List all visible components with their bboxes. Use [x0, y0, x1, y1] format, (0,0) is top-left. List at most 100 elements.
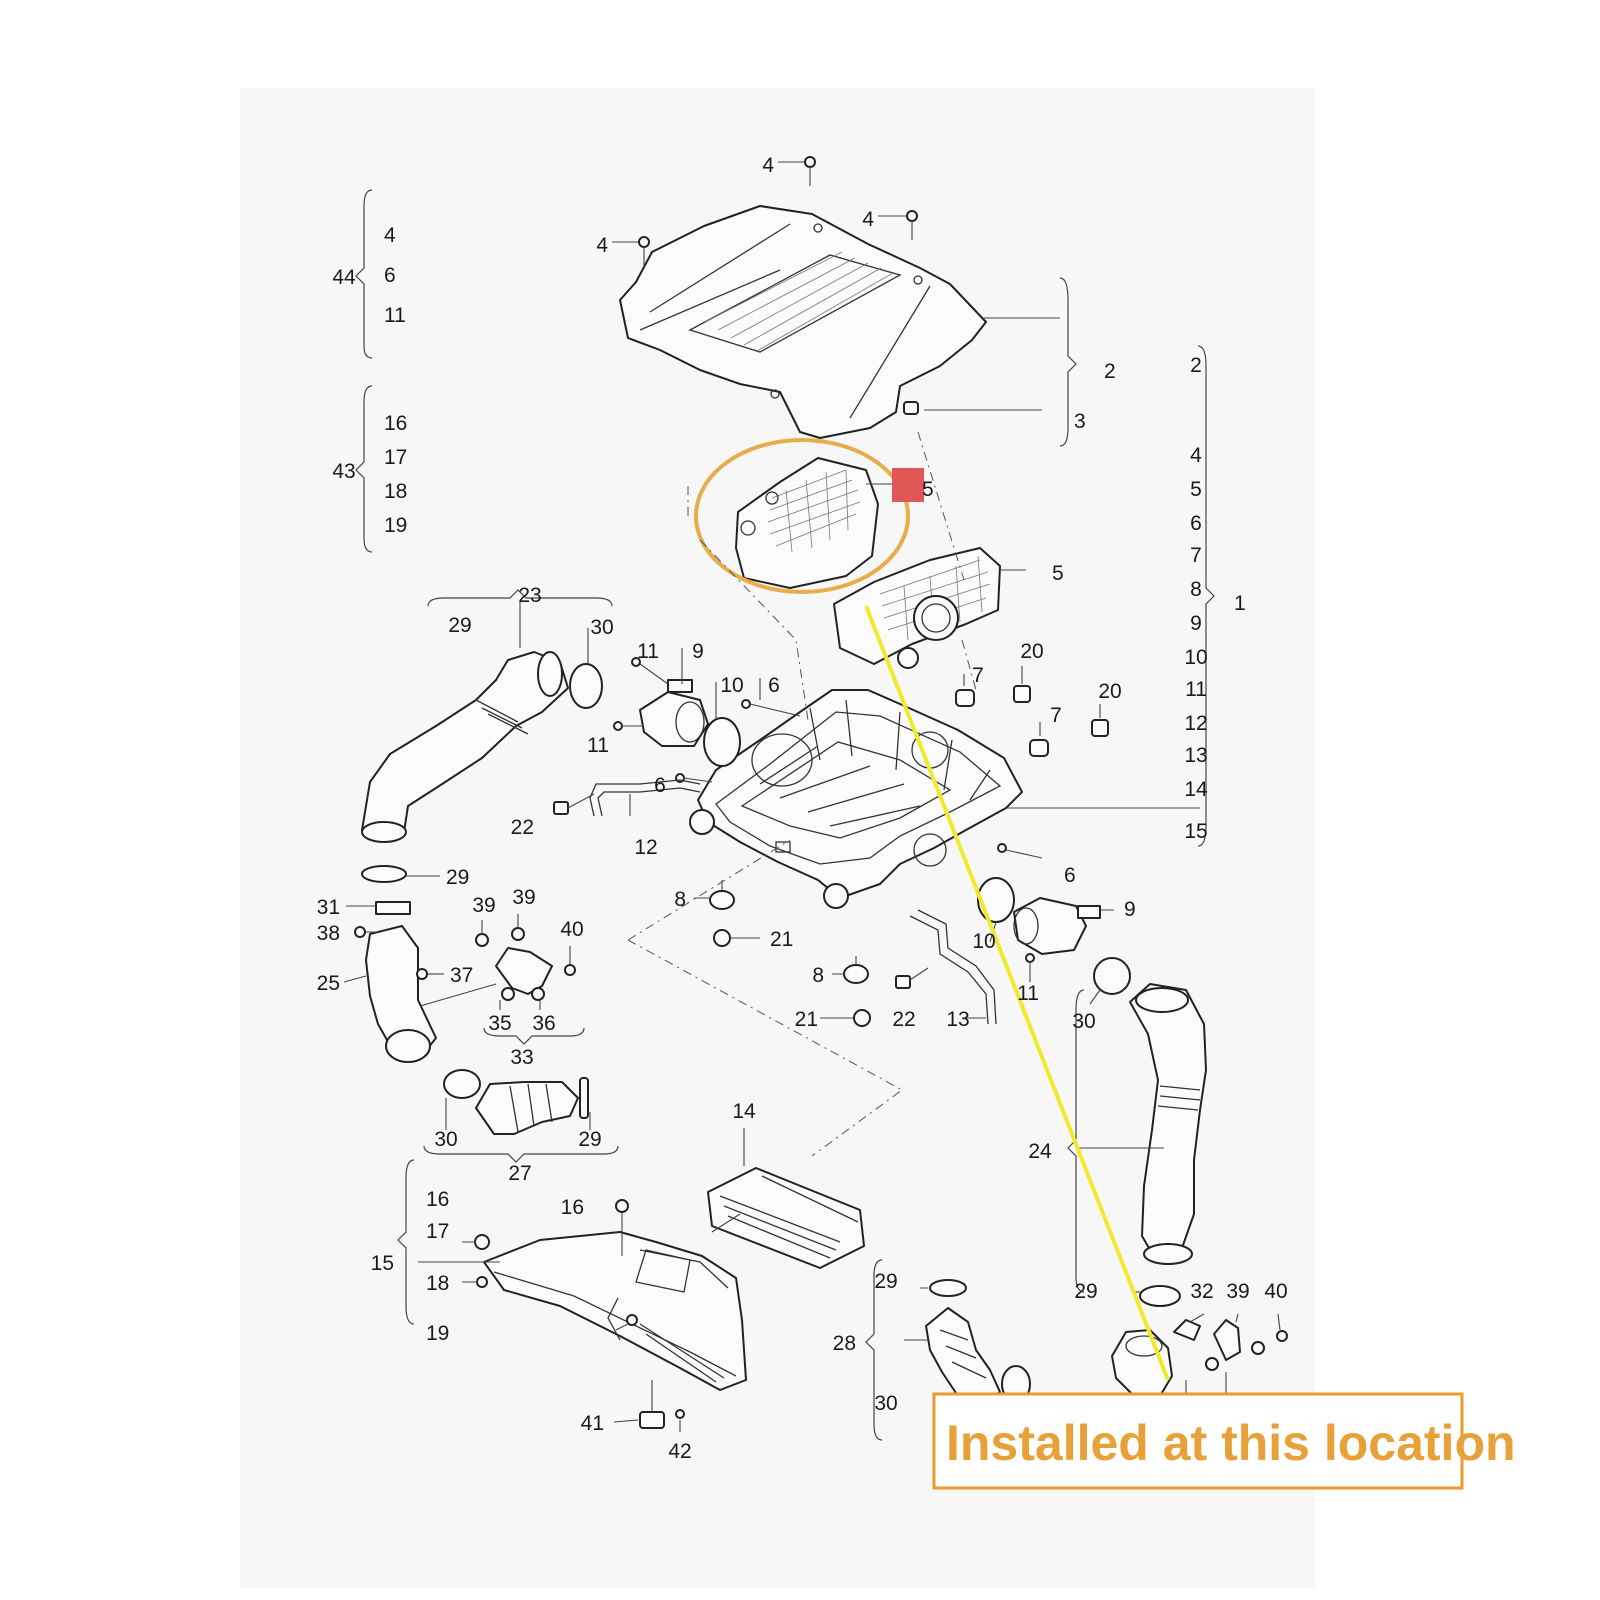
pointer-line [864, 605, 1170, 1381]
callout-30-b: 30 [1072, 1010, 1095, 1033]
note-text: Installed at this location [946, 1415, 1516, 1471]
kit24-brace [1067, 989, 1085, 1293]
callout-4-right: 4 [862, 208, 874, 231]
kit1-item: 13 [1184, 744, 1207, 767]
intake-guide-15 [483, 1231, 747, 1391]
callout-29-e: 29 [874, 1270, 897, 1293]
intake-hose-left [361, 651, 569, 843]
kit1-id: 1 [1234, 592, 1246, 615]
mass-airflow-sensor-right [1013, 897, 1101, 955]
callout-39-a: 39 [472, 894, 495, 917]
hose-clamp [569, 663, 603, 709]
fastener-16-19 [474, 1199, 638, 1326]
intake-elbow-25 [365, 901, 437, 1063]
callout-42: 42 [668, 1440, 691, 1463]
hose-clamp [1139, 1285, 1181, 1307]
callout-30-a: 30 [590, 616, 613, 639]
callout-9-right: 9 [1124, 898, 1136, 921]
callout-24: 24 [1028, 1140, 1052, 1163]
kit1-item: 9 [1190, 612, 1202, 635]
bracket-33 [475, 927, 576, 1001]
callout-16: 16 [561, 1196, 584, 1219]
kit15-item: 18 [426, 1272, 449, 1295]
kit1-item: 14 [1184, 778, 1208, 801]
callout-30-d: 30 [874, 1392, 897, 1415]
clip-41 [639, 1411, 665, 1429]
callout-39-b: 39 [512, 886, 535, 909]
gasket [977, 877, 1015, 923]
intake-hose-27 [475, 1081, 579, 1135]
callout-20-a: 20 [1020, 640, 1043, 663]
callout-22-a: 22 [511, 816, 534, 839]
kit44-brace [355, 189, 373, 359]
engine-cover [619, 205, 987, 439]
bolt [675, 699, 1043, 859]
callout-36: 36 [532, 1012, 555, 1035]
hose-clamp [1093, 957, 1131, 995]
callout-6-mid: 6 [654, 774, 666, 797]
callout-5: 5 [1052, 562, 1064, 585]
vent-hose-12 [589, 779, 701, 817]
callout-37: 37 [450, 964, 473, 987]
kit1-item: 11 [1185, 678, 1207, 701]
callout-35: 35 [488, 1012, 511, 1035]
callout-8-b: 8 [812, 964, 824, 987]
kit1-item: 15 [1184, 820, 1207, 843]
kit43-item: 17 [384, 446, 407, 469]
callout-12: 12 [634, 836, 657, 859]
callout-21-b: 21 [795, 1008, 818, 1031]
kit1-item: 10 [1184, 646, 1207, 669]
kit15-item: 16 [426, 1188, 449, 1211]
callout-22-b: 22 [892, 1008, 915, 1031]
kit43-item: 16 [384, 412, 407, 435]
kit44-item: 4 [384, 224, 396, 247]
callout-20-b: 20 [1098, 680, 1121, 703]
kit1-item: 7 [1190, 544, 1202, 567]
callout-8-a: 8 [674, 888, 686, 911]
vent-hose-13 [909, 909, 997, 1025]
callout-38: 38 [317, 922, 340, 945]
kit43-item: 18 [384, 480, 407, 503]
kit15-brace [397, 1159, 415, 1325]
screw [1025, 953, 1035, 963]
callout-28: 28 [833, 1332, 856, 1355]
kit28-brace [865, 1259, 883, 1441]
callout-11-a: 11 [637, 640, 659, 663]
grommet [903, 401, 919, 415]
kit44-item: 6 [384, 264, 396, 287]
callout-29-c: 29 [578, 1128, 601, 1151]
air-duct-14 [707, 1167, 865, 1269]
callout-2: 2 [1104, 360, 1116, 383]
callout-25: 25 [317, 972, 340, 995]
kit1-item: 4 [1190, 444, 1202, 467]
highlight-circle [694, 438, 910, 594]
callout-9-left: 9 [692, 640, 704, 663]
clip-20 [1013, 685, 1109, 737]
kit43-item: 19 [384, 514, 407, 537]
assembly-line [627, 431, 977, 1157]
kit43-id: 43 [332, 460, 355, 483]
callout-23: 23 [518, 584, 541, 607]
hose-clamp [579, 1077, 589, 1119]
callout-11-b: 11 [587, 734, 609, 757]
kit15-item: 19 [426, 1322, 449, 1345]
cover-bolt [638, 156, 918, 266]
kit44-id: 44 [332, 266, 356, 289]
callout-29-d: 29 [1074, 1280, 1097, 1303]
callout-32: 32 [1190, 1280, 1213, 1303]
kit-lists: 4446114316171819124567891011121314151617… [332, 224, 1245, 1345]
kit1-item: 2 [1190, 354, 1202, 377]
grommet-7 [955, 689, 1049, 757]
screw-42 [675, 1409, 685, 1419]
callout-7-b: 7 [1050, 704, 1062, 727]
callout-10-left: 10 [720, 674, 743, 697]
callout-13: 13 [946, 1008, 969, 1031]
part-tag-marker [892, 468, 924, 502]
mass-airflow-sensor-left [639, 679, 709, 747]
screw-37 [416, 968, 428, 980]
callout-4-top: 4 [762, 154, 774, 177]
rubber-mount [709, 890, 869, 984]
callout-30-c: 30 [434, 1128, 457, 1151]
callout-40-a: 40 [560, 918, 583, 941]
callout-29-b: 29 [446, 866, 469, 889]
